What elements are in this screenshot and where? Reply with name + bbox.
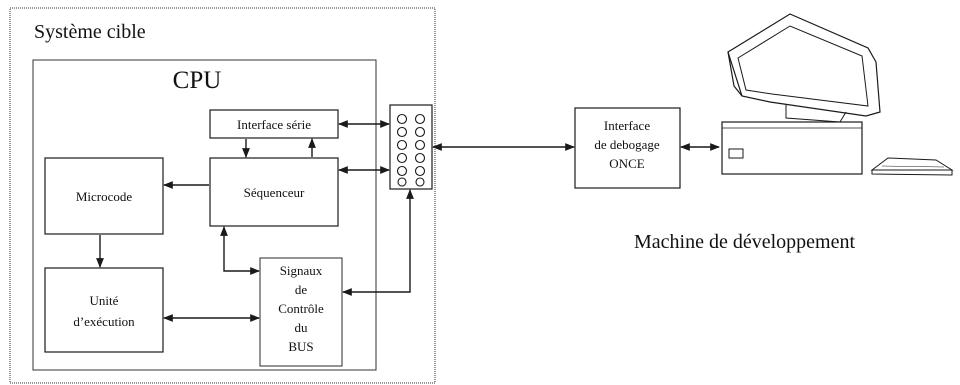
bus-signals-line-1: Signaux xyxy=(280,263,323,278)
microcode-block: Microcode xyxy=(45,158,163,234)
bus-signals-line-5: BUS xyxy=(288,339,313,354)
sequencer-block: Séquenceur xyxy=(210,158,338,226)
serial-interface-block: Interface série xyxy=(210,110,338,138)
execution-unit-line-1: Unité xyxy=(90,293,119,308)
monitor-icon xyxy=(728,14,880,122)
debug-connector xyxy=(390,105,432,189)
execution-unit-line-2: d’exécution xyxy=(73,314,135,329)
once-line-1: Interface xyxy=(604,118,650,133)
sequencer-label: Séquenceur xyxy=(244,185,305,200)
bus-signals-line-4: du xyxy=(295,320,309,335)
target-system-title: Système cible xyxy=(34,21,146,43)
sequencer-bus-arrow xyxy=(224,227,259,271)
cpu-title: CPU xyxy=(173,67,222,94)
once-line-2: de debogage xyxy=(594,137,660,152)
microcode-label: Microcode xyxy=(76,189,133,204)
bus-signals-line-3: Contrôle xyxy=(278,301,324,316)
once-debug-interface-block: Interface de debogage ONCE xyxy=(575,108,680,188)
computer-icon xyxy=(722,14,952,175)
system-unit-icon xyxy=(722,122,862,174)
dev-machine-label: Machine de développement xyxy=(634,231,855,253)
keyboard-icon xyxy=(872,158,952,175)
bus-signals-line-2: de xyxy=(295,282,308,297)
once-line-3: ONCE xyxy=(609,156,644,171)
serial-interface-label: Interface série xyxy=(237,117,311,132)
execution-unit-block: Unité d’exécution xyxy=(45,268,163,352)
bus-control-signals-block: Signaux de Contrôle du BUS xyxy=(260,258,342,366)
